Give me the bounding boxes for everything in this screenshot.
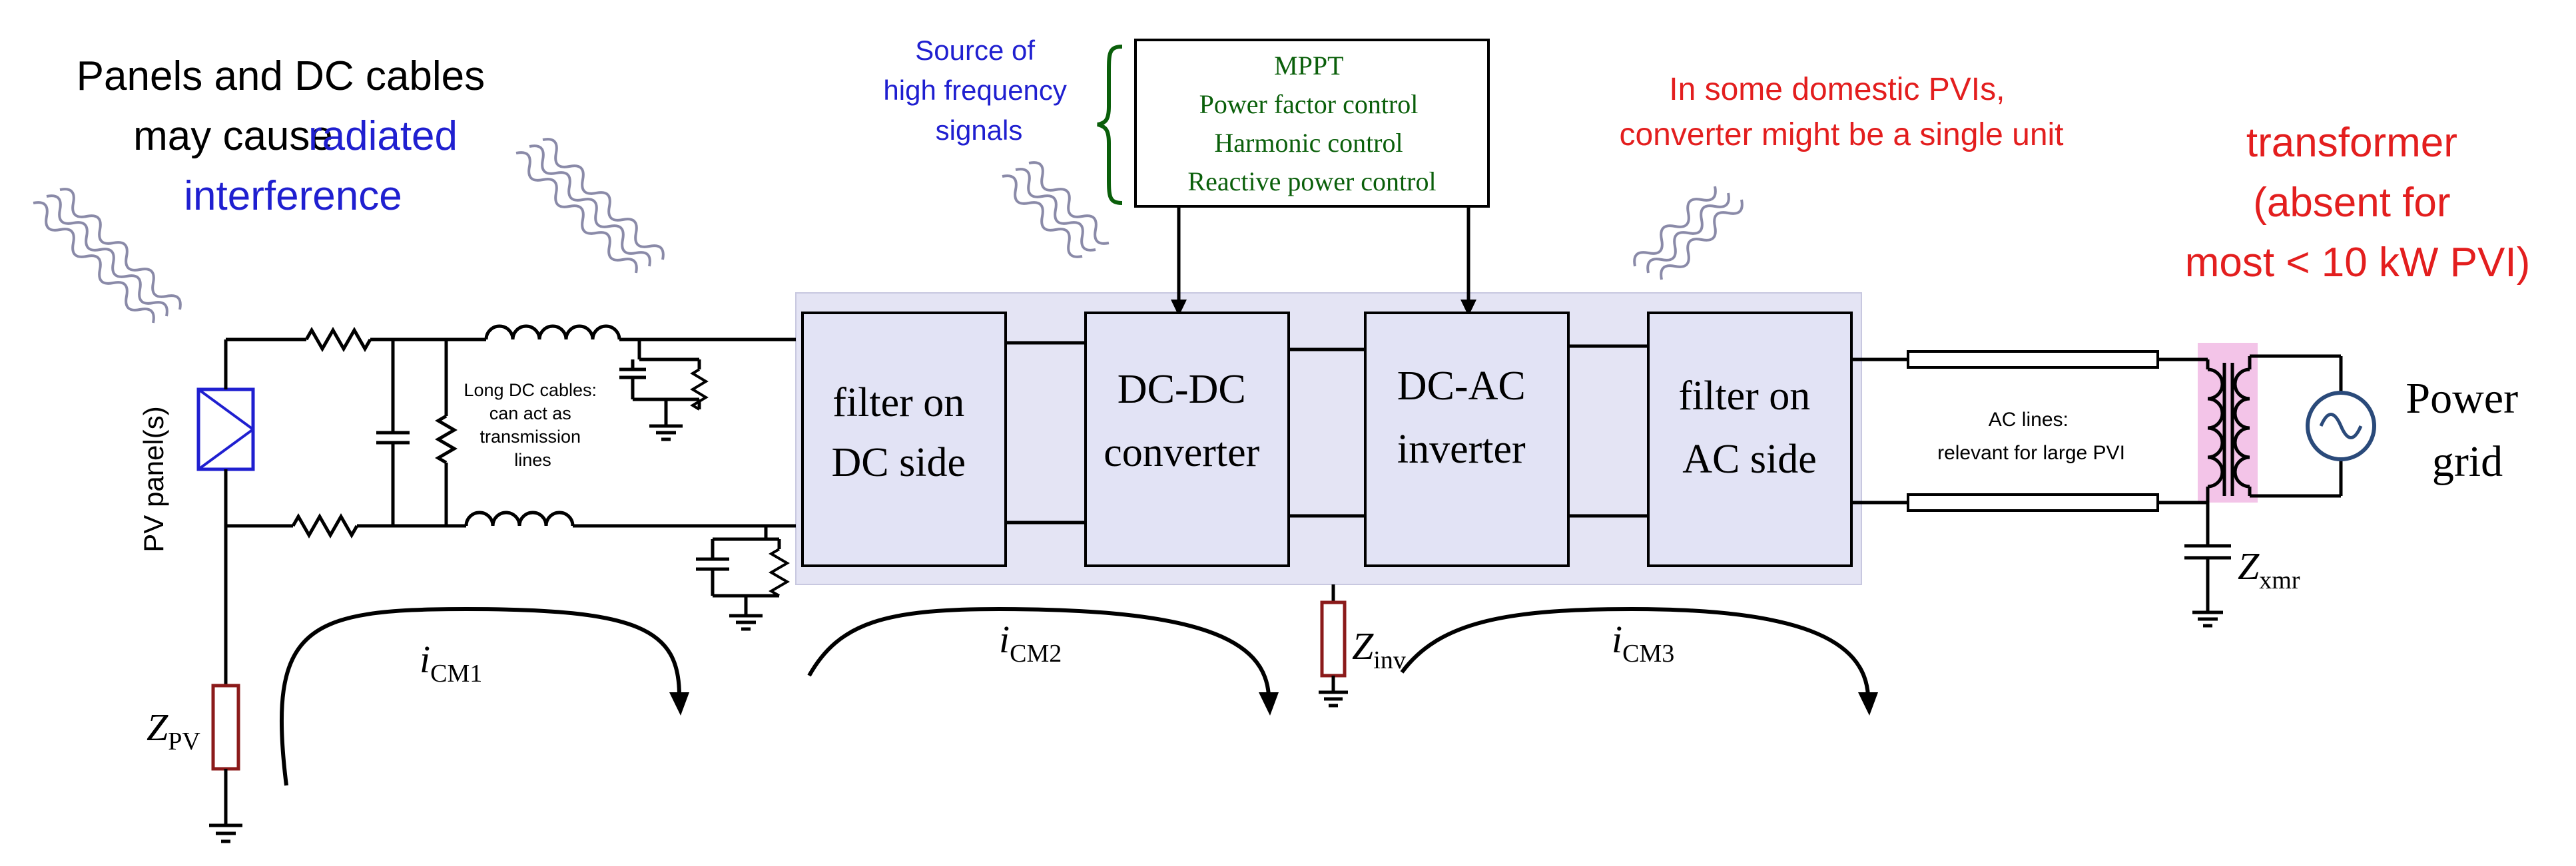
- icm2-label-sub: CM2: [1010, 640, 1062, 668]
- block-filter-ac-line2: AC side: [1682, 437, 1817, 482]
- radiation-waves-dc-cable: [515, 138, 665, 274]
- z-inv-label-sub: inv: [1373, 646, 1406, 674]
- svg-text:Power grid: Power grid: [2406, 374, 2529, 486]
- transformer-line2: (absent for: [2253, 180, 2450, 226]
- svg-text:Zxmr: Zxmr: [2238, 544, 2300, 594]
- block-dcac-line1: DC-AC: [1397, 363, 1526, 409]
- radiation-waves-left: [33, 188, 182, 324]
- long-dc-line3: transmission: [480, 427, 581, 447]
- power-grid-line2: grid: [2432, 437, 2503, 486]
- block-filter-ac: [1647, 312, 1853, 567]
- control-item-power-factor: Power factor control: [1199, 89, 1419, 119]
- source-line3: signals: [936, 114, 1023, 146]
- block-dcdc-line1: DC-DC: [1118, 367, 1246, 412]
- svg-text:Zinv: Zinv: [1352, 624, 1406, 674]
- radiation-waves-converter: [1002, 161, 1110, 258]
- svg-text:iCM3: iCM3: [1612, 618, 1674, 668]
- z-pv-label-main: Z: [147, 706, 168, 749]
- svg-text:filter on DC side DC-D: filter on DC side DC-DC converter DC-AC …: [832, 363, 1821, 485]
- long-dc-line4: lines: [514, 450, 551, 470]
- transformer-line1: transformer: [2246, 120, 2457, 166]
- block-filter-ac-line1: filter on: [1678, 373, 1810, 419]
- inductor-bottom: [464, 511, 575, 527]
- radiation-waves-inverter: [1633, 186, 1744, 280]
- svg-text:AC lines: relevant for lar: AC lines: relevant for large PVI: [1937, 409, 2125, 464]
- transformer-primary: [2207, 367, 2224, 489]
- z-pv-impedance: [211, 684, 240, 771]
- icm2-arrow: [807, 606, 1271, 696]
- panels-annotation-line3: interference: [184, 173, 402, 219]
- control-item-mppt: MPPT: [1274, 51, 1343, 81]
- block-dcdc-line2: converter: [1104, 430, 1259, 475]
- icm2-label-main: i: [999, 618, 1010, 661]
- control-item-harmonic: Harmonic control: [1214, 128, 1403, 158]
- svg-text:transformer (absent for: transformer (absent for most < 10 kW PVI…: [2185, 120, 2531, 286]
- curly-brace: [1097, 45, 1123, 205]
- pv-panel-label: PV panel(s): [138, 406, 169, 552]
- source-line2: high frequency: [883, 75, 1067, 106]
- svg-text:ZPV: ZPV: [147, 706, 200, 756]
- z-xmr-label-main: Z: [2238, 544, 2260, 588]
- control-box: [1134, 39, 1490, 208]
- panels-annotation-line2-prefix: may cause: [133, 113, 333, 159]
- icm1-label-main: i: [420, 638, 430, 681]
- svg-text:Panels and DC cables may c: Panels and DC cables may cause: [77, 53, 497, 159]
- domestic-line1: In some domestic PVIs,: [1669, 72, 2005, 107]
- power-grid-line1: Power: [2406, 374, 2518, 423]
- domestic-line2: converter might be a single unit: [1619, 117, 2063, 152]
- source-line1: Source of: [915, 35, 1035, 66]
- panels-annotation-line1: Panels and DC cables: [77, 53, 485, 99]
- icm1-arrow: [279, 606, 681, 786]
- block-dcac-inverter: [1364, 312, 1570, 567]
- block-filter-dc-line1: filter on: [832, 380, 964, 425]
- inductor-top: [484, 324, 621, 340]
- block-dcdc-converter: [1084, 312, 1290, 567]
- ac-lines-line1: AC lines:: [1989, 409, 2069, 431]
- shunt-resistor: [435, 414, 458, 465]
- svg-text:Source of high frequency: Source of high frequency signals: [883, 35, 1074, 146]
- svg-text:In some domestic PVIs, con: In some domestic PVIs, converter might b…: [1619, 72, 2063, 152]
- z-inv-label-main: Z: [1352, 624, 1374, 668]
- transformer-secondary: [2233, 367, 2250, 489]
- transformer-line3: most < 10 kW PVI): [2185, 240, 2531, 286]
- ac-line-bottom: [1907, 493, 2159, 512]
- pv-panel-symbol: [196, 387, 255, 471]
- resistor-top-left: [304, 326, 372, 353]
- z-inv-impedance: [1320, 600, 1347, 678]
- icm3-label-sub: CM3: [1622, 640, 1674, 668]
- block-filter-dc: [801, 312, 1007, 567]
- icm3-arrow: [1400, 606, 1870, 696]
- resistor-bottom-left: [291, 513, 359, 539]
- block-filter-dc-line2: DC side: [832, 440, 966, 485]
- control-arrow-dcdc-head: [1171, 300, 1187, 316]
- control-arrow-dcac-head: [1460, 300, 1476, 316]
- svg-text:Long DC cables: can act as: Long DC cables: can act as transmission …: [464, 380, 601, 470]
- icm3-label-main: i: [1612, 618, 1622, 661]
- control-item-reactive: Reactive power control: [1187, 166, 1436, 196]
- ac-line-top: [1907, 350, 2159, 369]
- svg-text:iCM1: iCM1: [420, 638, 482, 688]
- ac-lines-line2: relevant for large PVI: [1937, 442, 2125, 464]
- z-xmr-label-sub: xmr: [2259, 566, 2300, 594]
- block-dcac-line2: inverter: [1397, 427, 1526, 472]
- svg-text:iCM2: iCM2: [999, 618, 1062, 668]
- long-dc-line2: can act as: [489, 403, 571, 423]
- svg-text:MPPT Power factor control: MPPT Power factor control Harmonic contr…: [1187, 51, 1436, 196]
- long-dc-line1: Long DC cables:: [464, 380, 597, 400]
- z-pv-label-sub: PV: [168, 728, 200, 756]
- panels-annotation-highlight: radiated: [308, 113, 458, 159]
- icm1-label-sub: CM1: [430, 660, 482, 688]
